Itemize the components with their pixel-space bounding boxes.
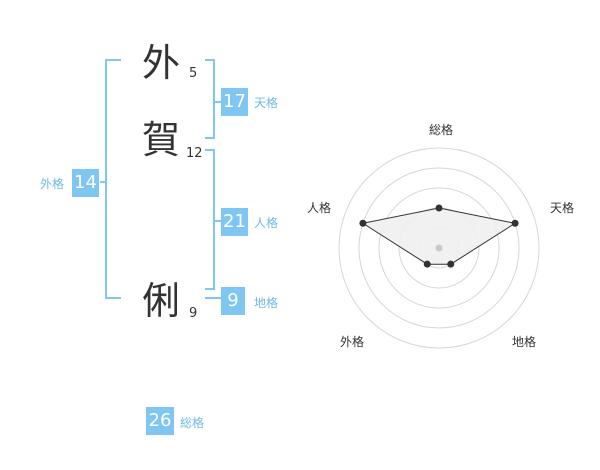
radar-label-chikaku: 地格 (512, 334, 536, 349)
soukaku-label: 総格 (180, 416, 205, 430)
stroke-count-2: 12 (186, 146, 203, 161)
radar-label-tenkaku: 天格 (550, 200, 574, 215)
jinkaku-bracket-vertical (213, 149, 215, 290)
jinkaku-bracket-top (205, 149, 215, 151)
radar-area (361, 207, 517, 265)
radar-label-soukaku: 総格 (429, 122, 453, 137)
stroke-count-1: 5 (189, 66, 198, 81)
name-char-2: 賀 (142, 118, 181, 162)
jinkaku-bracket-connector (214, 220, 222, 222)
radar-ring-3 (378, 187, 500, 309)
jinkaku-label: 人格 (254, 216, 279, 230)
radar-ring-4 (358, 167, 520, 329)
chikaku-value: 9 (221, 287, 245, 315)
outer-bracket-top (105, 59, 121, 61)
chikaku-connector (205, 297, 222, 299)
name-char-3: 俐 (142, 279, 181, 323)
tenkaku-bracket-top (205, 59, 215, 61)
tenkaku-bracket-vertical (213, 59, 215, 139)
radar-label-gaikaku: 外格 (340, 334, 364, 349)
radar-ring-5 (338, 147, 540, 349)
radar-center-dot (435, 244, 443, 252)
radar-point-2 (447, 260, 455, 268)
gaikaku-label: 外格 (40, 177, 65, 191)
name-char-1: 外 (142, 41, 181, 85)
soukaku-value: 26 (146, 407, 174, 435)
outer-bracket-connector (100, 181, 106, 183)
jinkaku-bracket-bottom (205, 288, 215, 290)
radar-point-4 (359, 219, 367, 227)
jinkaku-value: 21 (221, 208, 248, 236)
outer-bracket-bottom (105, 297, 121, 299)
tenkaku-value: 17 (221, 88, 248, 116)
outer-bracket-vertical (105, 59, 107, 299)
radar-points (359, 204, 519, 268)
tenkaku-bracket-connector (214, 101, 222, 103)
tenkaku-label: 天格 (254, 96, 279, 110)
gaikaku-value: 14 (72, 169, 99, 197)
chikaku-label: 地格 (254, 296, 279, 310)
radar-point-1 (511, 219, 519, 227)
tenkaku-bracket-bottom (205, 137, 215, 139)
radar-point-0 (435, 204, 443, 212)
stroke-count-3: 9 (189, 306, 198, 321)
radar-point-3 (423, 260, 431, 268)
radar-label-jinkaku: 人格 (307, 200, 331, 215)
